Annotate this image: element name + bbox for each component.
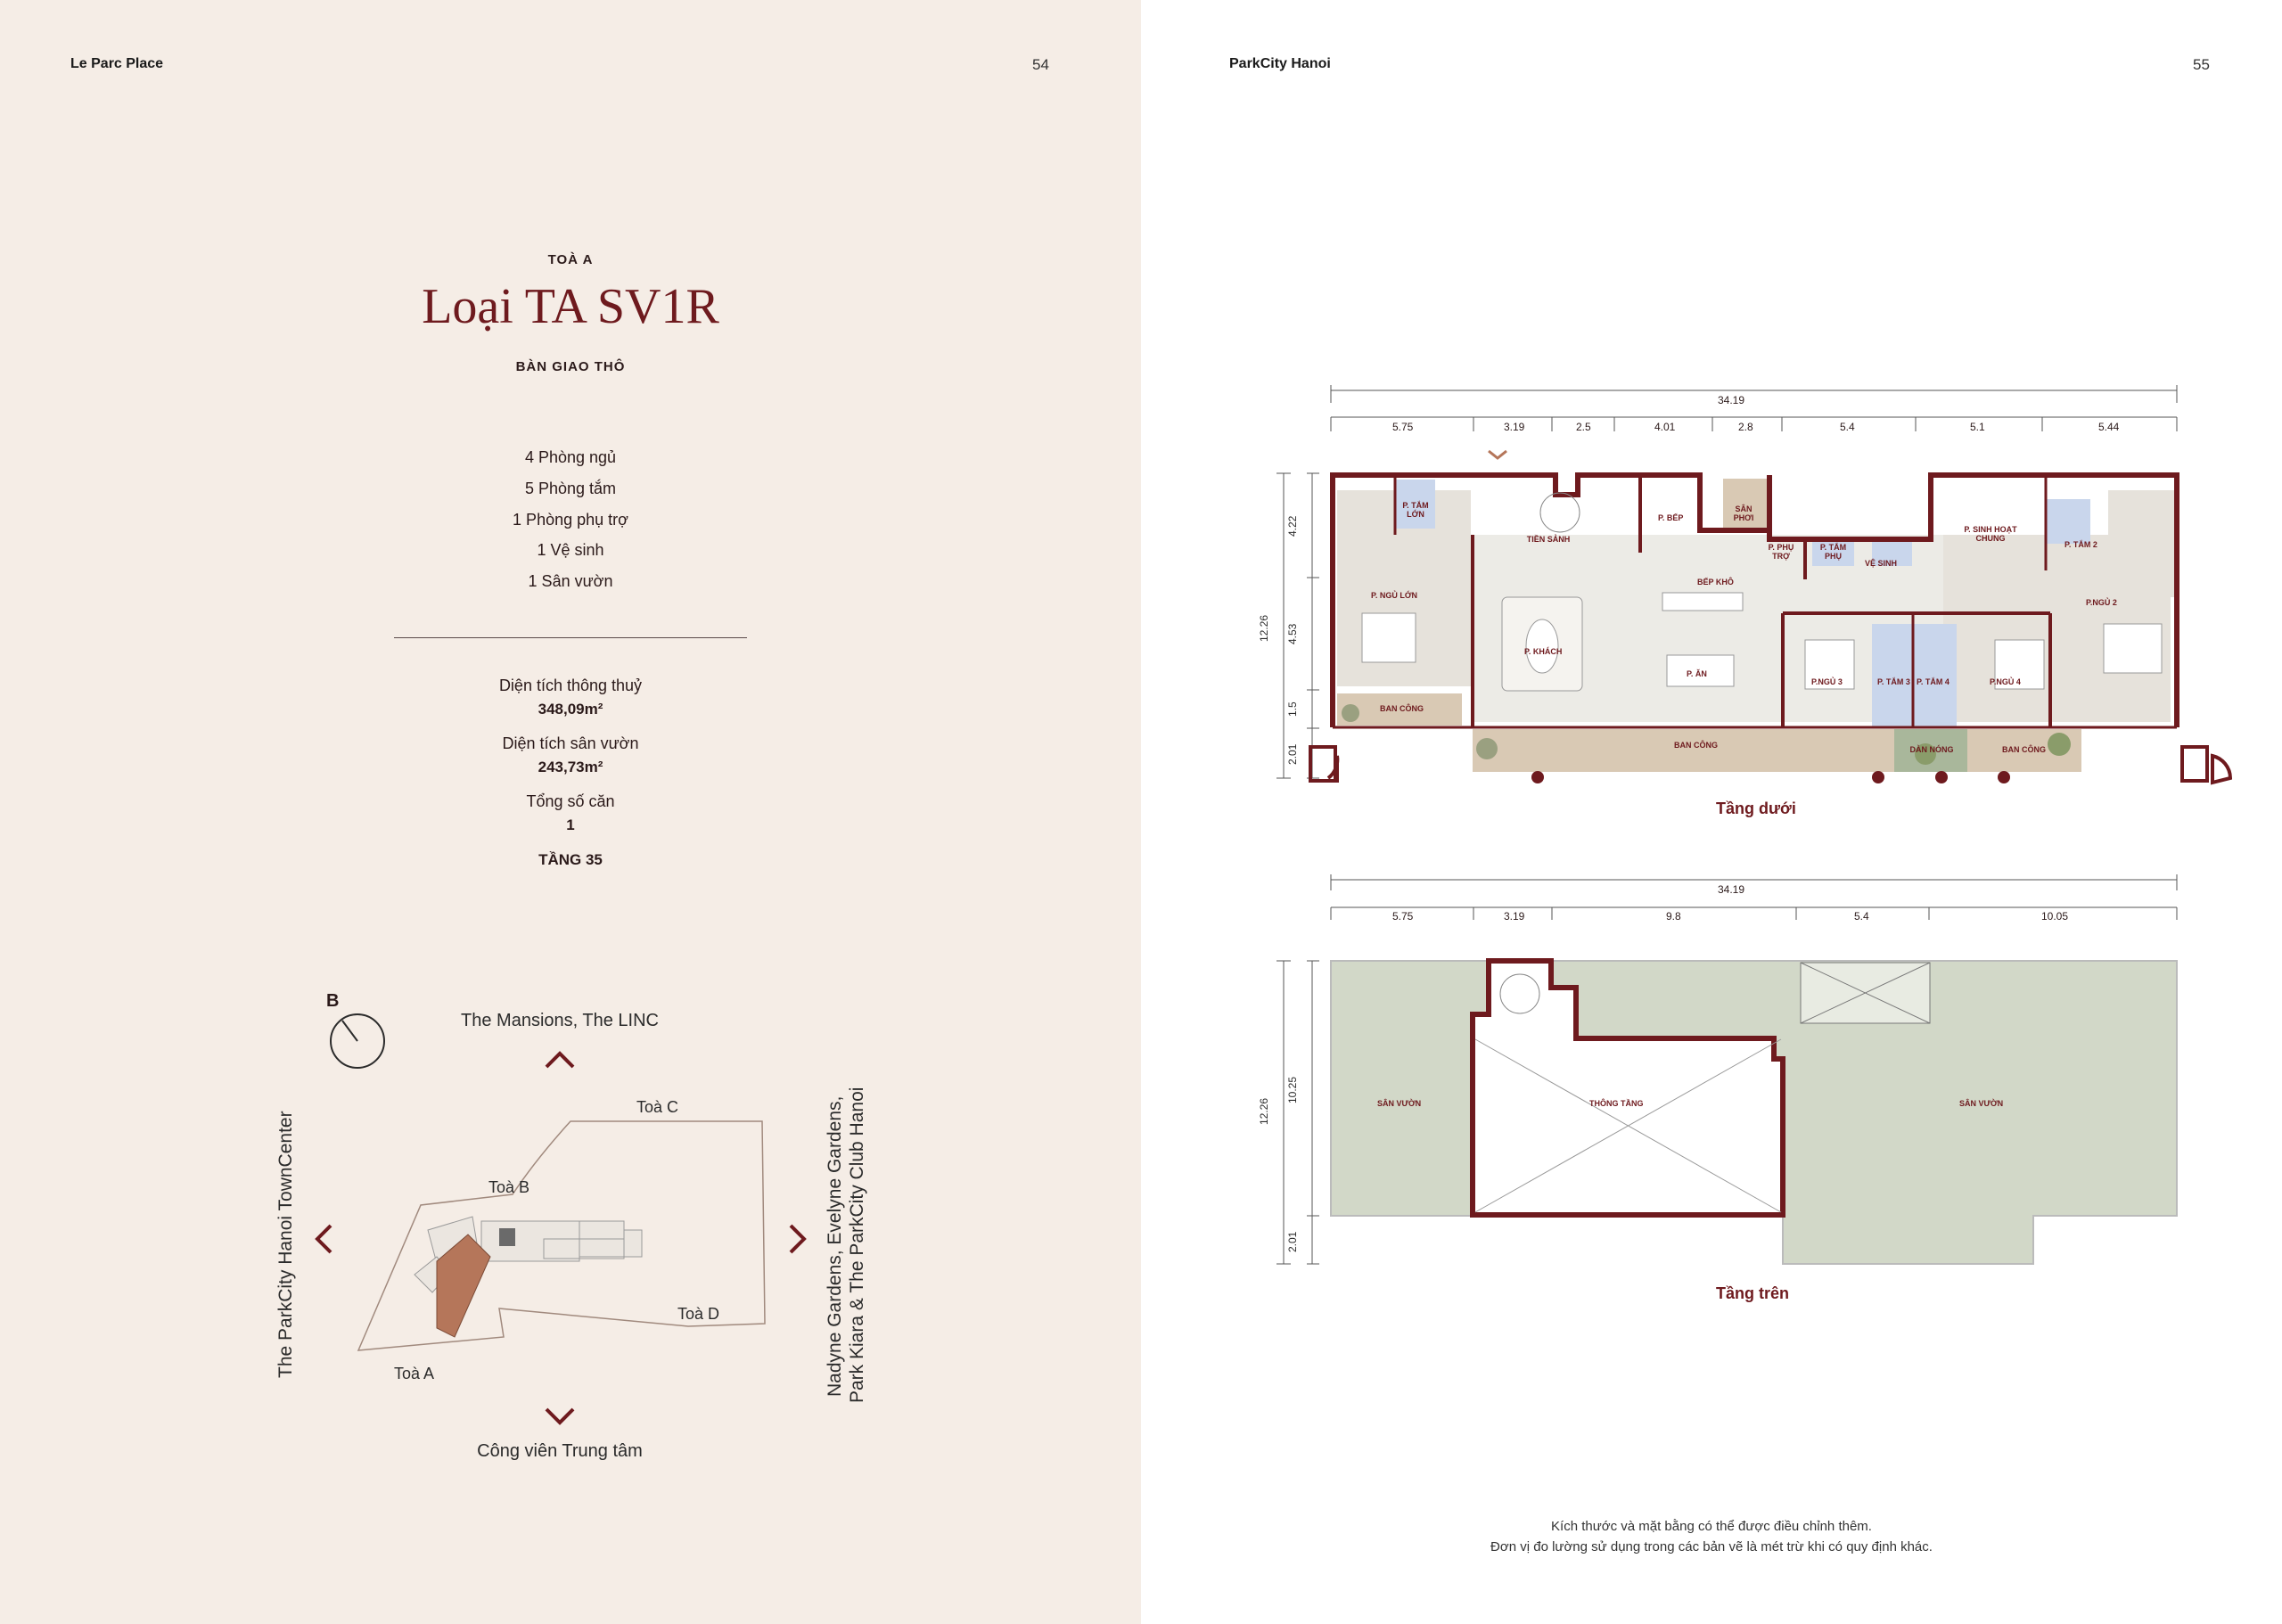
room-foyer: TIỀN SẢNH <box>1526 535 1571 544</box>
east-label-line1: Nadyne Gardens, Evelyne Gardens, <box>825 1095 845 1397</box>
room-balcony-left: BAN CÔNG <box>1380 704 1424 713</box>
page-number: 54 <box>1032 56 1049 73</box>
upper-dim-4: 5.4 <box>1854 910 1869 923</box>
room-drying-yard: SÂN PHƠI <box>1733 504 1754 522</box>
upper-floor-dimensions <box>1276 874 2178 1265</box>
upper-overall-dim: 34.19 <box>1718 883 1745 896</box>
spec-bathrooms: 5 Phòng tắm <box>524 480 617 497</box>
chevron-up-icon[interactable] <box>544 1050 576 1070</box>
room-bedroom-4: P.NGỦ 4 <box>1990 677 2021 686</box>
lower-v-dim-4: 2.01 <box>1286 743 1299 765</box>
room-dining: P. ĂN <box>1687 669 1707 678</box>
lower-floor-label: Tầng dưới <box>1716 800 1796 817</box>
lower-v-dim-3: 1.5 <box>1286 701 1299 717</box>
upper-floor-label: Tầng trên <box>1716 1284 1790 1302</box>
chevron-right-icon[interactable] <box>788 1223 808 1255</box>
chevron-down-icon[interactable] <box>544 1407 576 1426</box>
units-label: Tổng số căn <box>526 792 615 810</box>
room-balcony-middle: BAN CÔNG <box>1674 741 1718 750</box>
compass-letter: B <box>326 991 340 1011</box>
garden-area-label: Diện tích sân vườn <box>502 734 639 752</box>
lower-dim-5: 2.8 <box>1738 421 1753 433</box>
room-master-bedroom: P. NGỦ LỚN <box>1371 591 1418 600</box>
lower-v-dim-2: 4.53 <box>1286 623 1299 644</box>
lower-dim-4: 4.01 <box>1654 421 1676 433</box>
right-page: ParkCity Hanoi 55 <box>1141 0 2282 1624</box>
spec-garden: 1 Sân vườn <box>528 572 613 590</box>
room-balcony-right: BAN CÔNG <box>2002 745 2046 754</box>
upper-v-dim-1: 10.25 <box>1286 1076 1299 1103</box>
room-kitchen: P. BẾP <box>1658 513 1684 522</box>
room-bath-4: P. TẮM 4 <box>1917 677 1950 686</box>
room-garden-left: SÂN VƯỜN <box>1377 1099 1422 1108</box>
units-value: 1 <box>566 816 575 833</box>
west-label: The ParkCity Hanoi TownCenter <box>275 1111 296 1378</box>
upper-dim-3: 9.8 <box>1666 910 1681 923</box>
lower-dim-7: 5.1 <box>1970 421 1985 433</box>
tower-label: TOÀ A <box>547 252 594 267</box>
room-utility: P. PHỤ TRỢ <box>1768 543 1794 561</box>
spec-bedrooms: 4 Phòng ngủ <box>524 448 617 466</box>
lower-dim-3: 2.5 <box>1576 421 1591 433</box>
upper-v-total: 12.26 <box>1258 1097 1270 1125</box>
compass-icon <box>330 1013 385 1069</box>
lower-overall-dim: 34.19 <box>1718 394 1745 406</box>
spec-utility-room: 1 Phòng phụ trợ <box>513 511 628 529</box>
room-dry-kitchen: BẾP KHÔ <box>1697 578 1734 586</box>
floor-label: TẦNG 35 <box>538 851 603 868</box>
room-toilet: VỆ SINH <box>1865 559 1898 568</box>
page-number: 55 <box>2193 56 2210 73</box>
upper-v-dim-2: 2.01 <box>1286 1231 1299 1252</box>
footnote-2: Đơn vị đo lường sử dụng trong các bản vẽ… <box>1490 1539 1933 1554</box>
tower-d-label: Toà D <box>677 1305 720 1323</box>
room-family: P. SINH HOẠT CHUNG <box>1964 525 2017 543</box>
room-garden-right: SÂN VƯỜN <box>1959 1099 2004 1108</box>
left-page: Le Parc Place 54 TOÀ A Loại TA SV1R BÀN … <box>0 0 1141 1624</box>
garden-area-value: 243,73m² <box>538 759 603 775</box>
room-ac-ledge: DÀN NÓNG <box>1909 745 1954 754</box>
upper-dim-5: 10.05 <box>2041 910 2069 923</box>
footnote-1: Kích thước và mặt bằng có thể được điều … <box>1551 1519 1872 1534</box>
room-guest-bath: P. TẮM PHỤ <box>1819 543 1847 561</box>
room-bath-2: P. TẮM 2 <box>2064 540 2097 549</box>
lower-dim-8: 5.44 <box>2098 421 2120 433</box>
upper-dim-2: 3.19 <box>1504 910 1525 923</box>
tower-b-label: Toà B <box>488 1178 530 1196</box>
north-label: The Mansions, The LINC <box>461 1011 659 1030</box>
project-header: ParkCity Hanoi <box>1229 56 1331 71</box>
chevron-left-icon[interactable] <box>314 1223 333 1255</box>
floor-plans <box>1276 385 2233 1265</box>
south-label: Công viên Trung tâm <box>477 1441 643 1461</box>
room-bath-3: P. TẮM 3 <box>1877 677 1910 686</box>
lower-dim-2: 3.19 <box>1504 421 1525 433</box>
upper-dim-1: 5.75 <box>1392 910 1414 923</box>
net-area-label: Diện tích thông thuỷ <box>498 677 643 694</box>
room-void: THÔNG TẦNG <box>1589 1099 1644 1108</box>
lower-dim-6: 5.4 <box>1840 421 1855 433</box>
divider <box>394 637 747 638</box>
net-area-value: 348,09m² <box>538 701 603 718</box>
lower-floor-plan <box>1330 449 2179 783</box>
lower-dim-1: 5.75 <box>1392 421 1414 433</box>
room-bedroom-3: P.NGỦ 3 <box>1811 677 1843 686</box>
brand-header: Le Parc Place <box>70 56 164 71</box>
upper-floor-plan <box>1330 958 2178 1265</box>
lower-v-dim-1: 4.22 <box>1286 515 1299 537</box>
tower-a-label: Toà A <box>394 1365 435 1382</box>
unit-type-title: Loại TA SV1R <box>422 279 719 334</box>
room-bedroom-2: P.NGỦ 2 <box>2086 598 2117 607</box>
room-living: P. KHÁCH <box>1524 647 1563 656</box>
lower-v-total: 12.26 <box>1258 614 1270 642</box>
site-plan-map <box>357 1120 766 1351</box>
east-label-line2: Park Kiara & The ParkCity Club Hanoi <box>847 1087 867 1403</box>
spec-toilet: 1 Vệ sinh <box>537 541 604 559</box>
lower-floor-dimensions <box>1276 385 2178 779</box>
handover-label: BÀN GIAO THÔ <box>515 359 626 374</box>
room-master-bath: P. TẮM LỚN <box>1402 501 1429 519</box>
tower-c-label: Toà C <box>636 1098 679 1116</box>
